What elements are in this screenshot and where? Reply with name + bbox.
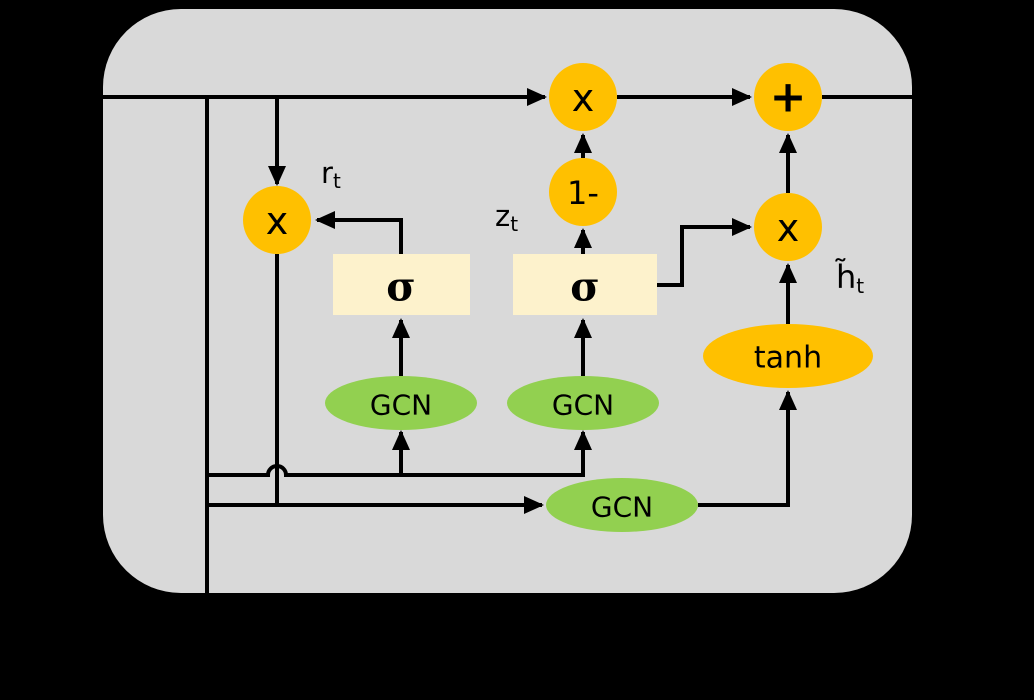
multiply-top-label: x <box>572 76 595 120</box>
one-minus-label: 1- <box>567 174 599 212</box>
one-minus-node <box>549 158 617 226</box>
gcn-reset-label: GCN <box>370 389 432 422</box>
gate-input-bus-path <box>207 430 592 477</box>
sigma-reset-label: σ <box>386 264 416 311</box>
sigma-box-update <box>513 254 657 315</box>
gcn-update-label: GCN <box>552 389 614 422</box>
sigma-update-label: σ <box>570 264 600 311</box>
multiply-reset-label: x <box>266 199 289 243</box>
gcn-ellipse-candidate <box>546 478 698 532</box>
add-node <box>754 63 822 131</box>
gcn-ellipse-update <box>507 376 659 430</box>
add-label: + <box>770 72 807 123</box>
gcn-candidate-to-tanh-path <box>698 390 797 507</box>
multiply-node-top <box>549 63 617 131</box>
sigma-r-to-multiply-line <box>315 211 403 254</box>
tanh-ellipse <box>703 324 873 388</box>
multiply-node-candidate <box>754 193 822 261</box>
tanh-label: tanh <box>754 341 822 376</box>
update-gate-subscript: t <box>510 212 518 236</box>
sigma-z-to-update-multiply-line <box>657 218 752 287</box>
multiply-node-reset <box>243 186 311 254</box>
candidate-subscript: t <box>856 274 864 298</box>
gru-cell-container <box>103 9 912 593</box>
multiply-candidate-label: x <box>777 206 800 250</box>
candidate-symbol: h̃ <box>834 258 856 296</box>
sigma-box-reset <box>333 254 470 315</box>
gcn-ellipse-reset <box>325 376 477 430</box>
update-gate-label: zt <box>495 199 518 236</box>
reset-gate-label: rt <box>321 156 341 193</box>
update-gate-symbol: z <box>495 199 510 233</box>
candidate-state-label: h̃t <box>834 258 864 298</box>
gcn-candidate-label: GCN <box>591 491 653 524</box>
reset-gate-subscript: t <box>333 169 341 193</box>
reset-gate-symbol: r <box>321 156 333 190</box>
